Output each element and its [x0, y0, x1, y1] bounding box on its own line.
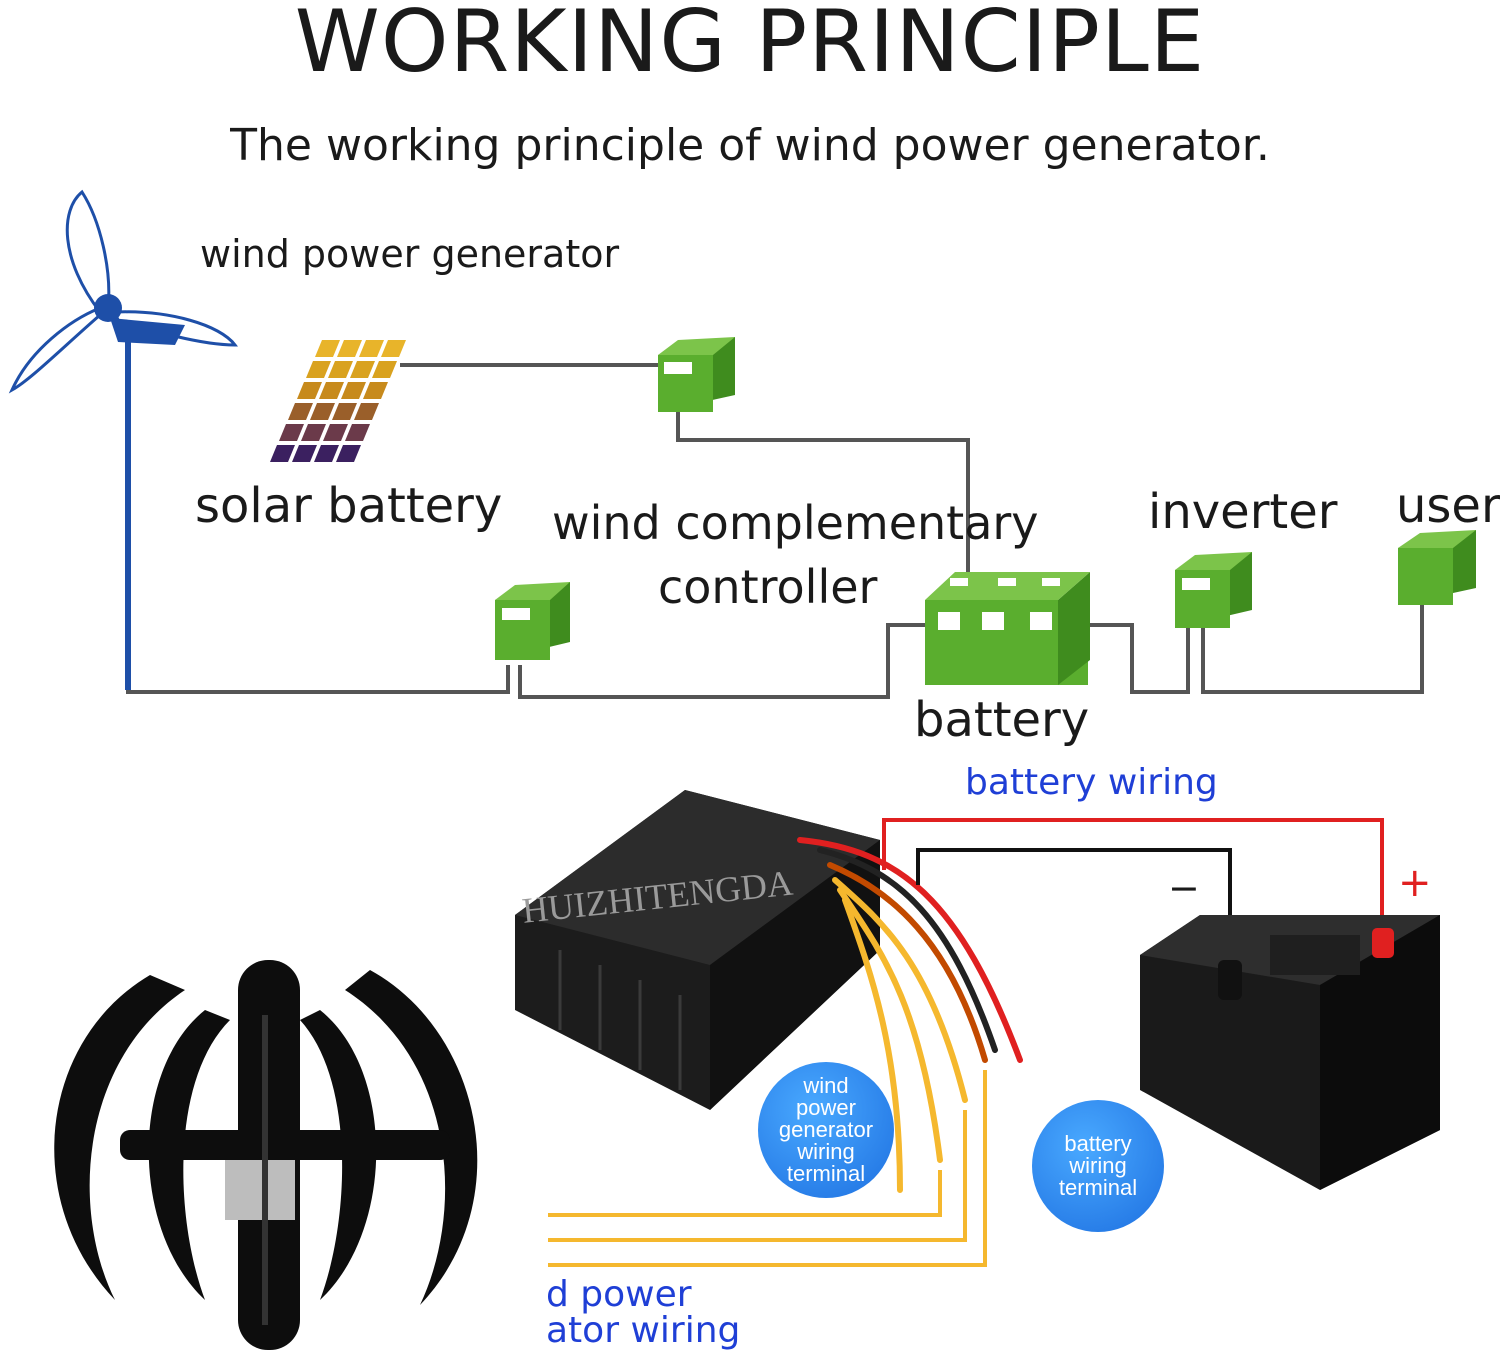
battery-wiring-lines: [882, 818, 1384, 970]
generator-terminal-badge: wind power generator wiring terminal: [758, 1062, 894, 1198]
label-generator-wiring-line2: ator wiring: [546, 1310, 741, 1351]
badge-line: wiring: [797, 1139, 855, 1164]
solar-cell: [332, 403, 357, 420]
label-inverter: inverter: [1148, 484, 1338, 540]
badge-line: terminal: [1058, 1175, 1138, 1200]
solar-cell: [336, 445, 361, 462]
wind-turbine-icon: [8, 189, 239, 690]
solar-cell: [350, 361, 375, 378]
label-controller-line1: wind complementary: [552, 496, 1039, 550]
page-title: WORKING PRINCIPLE: [294, 0, 1206, 92]
wire-bundle: [797, 837, 1023, 1193]
minus-sign: −: [1168, 866, 1200, 910]
label-battery: battery: [914, 692, 1090, 748]
solar-cell: [270, 445, 295, 462]
solar-cell: [314, 445, 339, 462]
page-subtitle: The working principle of wind power gene…: [230, 120, 1270, 171]
solar-cell: [297, 382, 322, 399]
solar-panel-icon: [270, 340, 406, 462]
solar-cell: [345, 424, 370, 441]
solar-cell: [306, 361, 331, 378]
badge-line: power: [796, 1095, 856, 1120]
yellow-output-wires: [548, 1070, 987, 1267]
solar-cell: [381, 340, 406, 357]
badge-line: battery: [1064, 1131, 1132, 1156]
solar-cell: [288, 403, 313, 420]
battery-terminal-badge: battery wiring terminal: [1032, 1100, 1164, 1232]
solar-cell: [315, 340, 340, 357]
solar-cell: [359, 340, 384, 357]
solar-cell: [279, 424, 304, 441]
solar-cell: [292, 445, 317, 462]
label-wind-power-generator: wind power generator: [200, 232, 620, 276]
solar-cell: [363, 382, 388, 399]
charge-controller-icon: [515, 790, 880, 1110]
label-controller-line2: controller: [658, 560, 878, 614]
lantern-turbine-icon: [54, 960, 478, 1350]
wind-controller-box-icon: [495, 582, 570, 660]
plus-sign: +: [1398, 860, 1432, 906]
solar-cell: [341, 382, 366, 399]
battery-box-icon: [925, 572, 1090, 685]
badge-line: wiring: [1069, 1153, 1127, 1178]
solar-cell: [337, 340, 362, 357]
solar-cell: [319, 382, 344, 399]
diagram-wires: [126, 363, 1424, 699]
inverter-box-icon: [1175, 552, 1252, 628]
solar-cell: [310, 403, 335, 420]
badge-line: generator: [778, 1117, 874, 1142]
solar-cell: [372, 361, 397, 378]
label-generator-wiring-line1: d power: [546, 1274, 692, 1315]
badge-line: terminal: [786, 1161, 866, 1186]
solar-cell: [323, 424, 348, 441]
badge-line: wind: [803, 1073, 849, 1098]
solar-cell: [301, 424, 326, 441]
solar-controller-box-icon: [658, 337, 735, 412]
label-solar-battery: solar battery: [195, 478, 503, 534]
solar-cell: [328, 361, 353, 378]
label-battery-wiring: battery wiring: [965, 762, 1218, 803]
label-user: user: [1396, 478, 1500, 534]
user-box-icon: [1398, 530, 1476, 605]
solar-cell: [354, 403, 379, 420]
car-battery-icon: [1140, 915, 1440, 1190]
